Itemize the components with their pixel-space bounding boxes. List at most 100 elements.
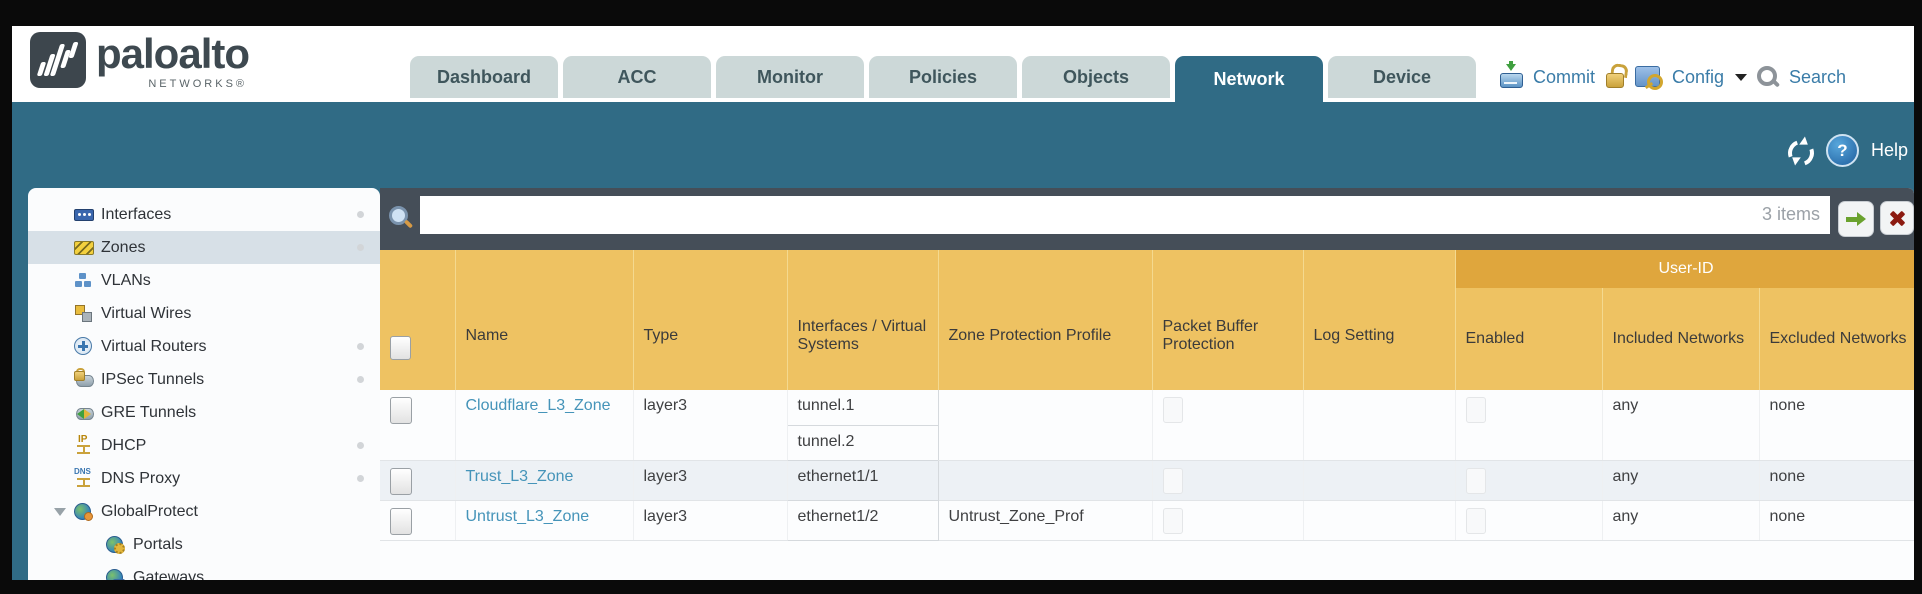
zones-table: Name Type Interfaces / Virtual Systems Z… bbox=[380, 250, 1914, 541]
zone-protection-profile-cell bbox=[938, 390, 1153, 461]
commit-icon[interactable] bbox=[1498, 61, 1524, 90]
magnifier-icon[interactable] bbox=[388, 205, 414, 231]
zone-name-link[interactable]: Trust_L3_Zone bbox=[465, 467, 574, 485]
included-networks-cell: any bbox=[1602, 460, 1760, 501]
packet-buffer-protection-cell bbox=[1152, 500, 1304, 541]
row-checkbox[interactable] bbox=[390, 507, 412, 535]
sidebar-item-vlans[interactable]: VLANs bbox=[28, 264, 380, 297]
zone-name-link[interactable]: Cloudflare_L3_Zone bbox=[465, 397, 611, 414]
zone-name-cell: Trust_L3_Zone bbox=[455, 460, 634, 501]
zone-name-link[interactable]: Untrust_L3_Zone bbox=[465, 507, 590, 525]
clear-filter-button[interactable] bbox=[1880, 201, 1914, 235]
interface-cell: tunnel.2 bbox=[786, 425, 939, 461]
user-id-enabled-cell bbox=[1455, 500, 1603, 541]
sidebar-item-label: GRE Tunnels bbox=[101, 403, 197, 421]
gre-tunnels-icon bbox=[74, 403, 94, 422]
status-dot bbox=[357, 376, 364, 383]
sidebar-item-gateways[interactable]: Gateways bbox=[28, 561, 380, 580]
tab-network[interactable]: Network bbox=[1175, 56, 1323, 102]
sidebar-item-ipsec-tunnels[interactable]: IPSec Tunnels bbox=[28, 363, 380, 396]
user-id-enabled-checkbox bbox=[1465, 467, 1486, 494]
interface-cell: tunnel.1 bbox=[786, 390, 939, 426]
column-header-zone-protection-profile[interactable]: Zone Protection Profile bbox=[938, 250, 1153, 390]
excluded-networks-cell: none bbox=[1759, 390, 1914, 461]
sidebar-item-label: Interfaces bbox=[101, 205, 172, 223]
zone-protection-profile-cell: Untrust_Zone_Prof bbox=[938, 500, 1153, 541]
sidebar-item-virtual-routers[interactable]: Virtual Routers bbox=[28, 330, 380, 363]
tab-policies[interactable]: Policies bbox=[869, 56, 1017, 98]
select-all-checkbox[interactable] bbox=[390, 335, 411, 360]
packet-buffer-protection-cell bbox=[1152, 390, 1304, 461]
status-dot bbox=[357, 211, 364, 218]
excluded-networks-cell: none bbox=[1759, 460, 1914, 501]
search-button[interactable]: Search bbox=[1789, 66, 1847, 87]
apply-filter-button[interactable] bbox=[1838, 201, 1874, 237]
column-header-name[interactable]: Name bbox=[455, 250, 634, 390]
sidebar-item-zones[interactable]: Zones bbox=[28, 231, 380, 264]
column-header-included-networks[interactable]: Included Networks bbox=[1602, 288, 1760, 390]
brand-sub: NETWORKS® bbox=[148, 78, 248, 90]
column-header-log-setting[interactable]: Log Setting bbox=[1303, 250, 1456, 390]
commit-button[interactable]: Commit bbox=[1533, 66, 1595, 87]
zone-name-cell: Untrust_L3_Zone bbox=[455, 500, 634, 541]
packet-buffer-protection-checkbox bbox=[1162, 507, 1183, 534]
column-header-interfaces[interactable]: Interfaces / Virtual Systems bbox=[787, 250, 939, 390]
sidebar-item-gre-tunnels[interactable]: GRE Tunnels bbox=[28, 396, 380, 429]
tab-device[interactable]: Device bbox=[1328, 56, 1476, 98]
sidebar-item-label: Gateways bbox=[133, 568, 205, 581]
help-label[interactable]: Help bbox=[1871, 140, 1909, 160]
row-checkbox[interactable] bbox=[390, 467, 412, 495]
sidebar-item-globalprotect[interactable]: GlobalProtect bbox=[28, 495, 380, 528]
status-dot bbox=[357, 442, 364, 449]
search-icon[interactable] bbox=[1756, 65, 1781, 89]
status-dot bbox=[357, 343, 364, 350]
column-header-enabled[interactable]: Enabled bbox=[1455, 288, 1603, 390]
user-id-enabled-cell bbox=[1455, 390, 1603, 461]
column-group-user-id: User-ID bbox=[1455, 250, 1914, 288]
column-header-excluded-networks[interactable]: Excluded Networks bbox=[1759, 288, 1914, 390]
virtual-routers-icon bbox=[74, 337, 93, 356]
ipsec-tunnels-icon bbox=[74, 368, 94, 389]
brand-name: paloalto bbox=[96, 30, 250, 77]
refresh-icon[interactable] bbox=[1783, 135, 1819, 170]
dns-proxy-icon: DNS bbox=[74, 467, 93, 488]
column-header-type[interactable]: Type bbox=[633, 250, 788, 390]
sidebar-item-label: Portals bbox=[133, 535, 183, 553]
log-setting-cell bbox=[1303, 500, 1456, 541]
interface-cell: ethernet1/1 bbox=[786, 460, 939, 501]
zone-type-cell: layer3 bbox=[633, 500, 788, 541]
sidebar-item-interfaces[interactable]: Interfaces bbox=[28, 198, 380, 231]
row-select-cell bbox=[380, 390, 456, 461]
tab-dashboard[interactable]: Dashboard bbox=[410, 56, 558, 98]
lock-icon[interactable] bbox=[1604, 62, 1629, 90]
sidebar-item-label: IPSec Tunnels bbox=[101, 370, 205, 388]
virtual-wires-icon bbox=[74, 304, 93, 323]
chevron-down-icon[interactable] bbox=[1735, 73, 1748, 81]
sidebar-item-portals[interactable]: Portals bbox=[28, 528, 380, 561]
sidebar-item-label: VLANs bbox=[101, 271, 151, 289]
sidebar-item-virtual-wires[interactable]: Virtual Wires bbox=[28, 297, 380, 330]
user-id-enabled-checkbox bbox=[1465, 397, 1486, 423]
sidebar-item-dns-proxy[interactable]: DNS DNS Proxy bbox=[28, 462, 380, 495]
help-icon[interactable]: ? bbox=[1826, 134, 1859, 167]
zone-type-cell: layer3 bbox=[633, 460, 788, 501]
filter-input[interactable] bbox=[420, 196, 1830, 234]
sidebar-item-label: GlobalProtect bbox=[101, 502, 198, 520]
sidebar-item-label: Virtual Wires bbox=[101, 304, 192, 322]
sidebar-item-label: DNS Proxy bbox=[101, 469, 181, 487]
globalprotect-icon bbox=[74, 502, 93, 521]
config-icon[interactable] bbox=[1635, 64, 1663, 90]
packet-buffer-protection-checkbox bbox=[1162, 467, 1183, 494]
tab-monitor[interactable]: Monitor bbox=[716, 56, 864, 98]
config-button[interactable]: Config bbox=[1672, 66, 1725, 87]
expander-icon[interactable] bbox=[54, 508, 66, 516]
row-checkbox[interactable] bbox=[390, 397, 412, 424]
log-setting-cell bbox=[1303, 390, 1456, 461]
included-networks-cell: any bbox=[1602, 390, 1760, 461]
tab-objects[interactable]: Objects bbox=[1022, 56, 1170, 98]
tab-acc[interactable]: ACC bbox=[563, 56, 711, 98]
column-header-packet-buffer-protection[interactable]: Packet Buffer Protection bbox=[1152, 250, 1304, 390]
